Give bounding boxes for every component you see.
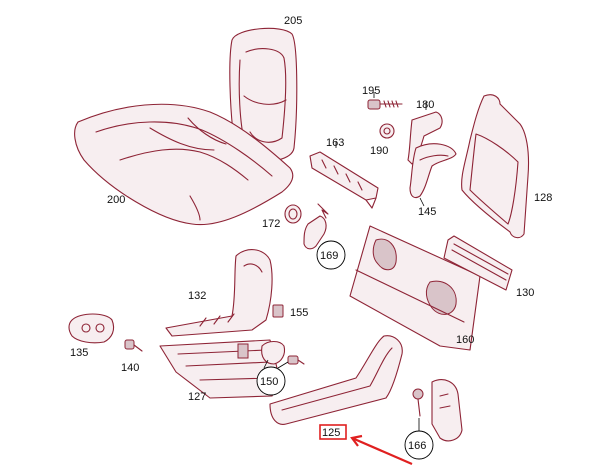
part-label-145: 145 [418, 206, 436, 218]
part-label-205: 205 [284, 15, 302, 27]
side-panel-icon [461, 94, 530, 239]
part-label-200: 200 [107, 194, 125, 206]
part-label-166: 166 [408, 440, 426, 452]
part-label-163: 163 [326, 137, 344, 149]
part-label-150: 150 [260, 376, 278, 388]
part-label-132: 155 [290, 307, 308, 319]
part-label-130: 132 [188, 290, 206, 302]
bolt-icon [124, 339, 143, 352]
seat-cushion-icon [74, 103, 294, 226]
mounting-rail-icon [309, 151, 379, 209]
highlight-box [319, 424, 347, 440]
part-label-190: 190 [370, 145, 388, 157]
clip-icon [379, 123, 395, 139]
part-label-155: 160 [456, 334, 474, 346]
arrow-icon [350, 434, 413, 466]
part-label-195: 195 [362, 85, 380, 97]
part-label-128: 128 [534, 192, 552, 204]
part-label-172: 172 [262, 218, 280, 230]
nut-icon [272, 304, 284, 318]
clip-icon [303, 203, 329, 250]
trim-cover-icon [409, 143, 457, 199]
part-label-160: 130 [516, 287, 534, 299]
part-label-140: 140 [121, 362, 139, 374]
cover-strip-icon [443, 235, 513, 291]
seat-frame-icon [165, 249, 273, 337]
screw-icon [367, 99, 403, 110]
ring-icon [284, 204, 302, 224]
fastener-icon [412, 379, 463, 442]
part-label-169: 169 [320, 250, 338, 262]
fastener-set-icon [261, 340, 305, 365]
part-label-125: 125 [322, 427, 340, 439]
bushing-icon [68, 313, 115, 344]
side-trim-icon [269, 335, 403, 425]
part-label-180: 180 [416, 99, 434, 111]
part-label-127: 127 [188, 391, 206, 403]
part-label-135: 135 [70, 347, 88, 359]
